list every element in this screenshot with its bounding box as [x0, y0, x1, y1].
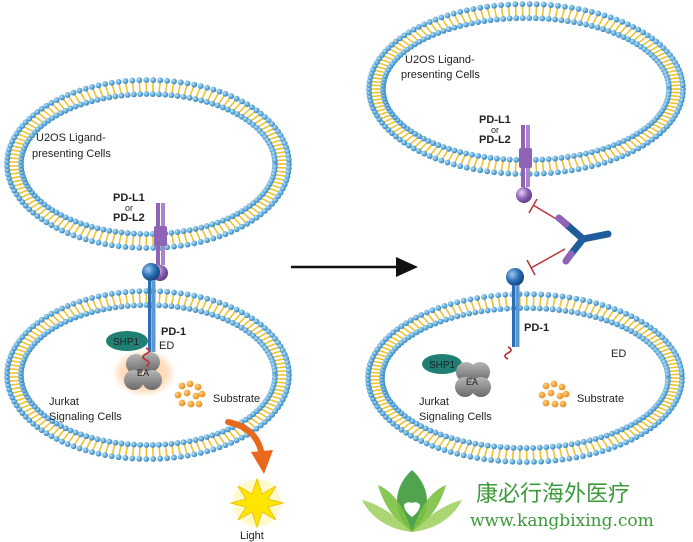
left-pd1-label: PD-1	[161, 326, 186, 338]
right-ligand-cell-label-1: U2OS Ligand-	[405, 54, 475, 66]
left-ligand-label-2: or	[125, 203, 133, 213]
lotus-logo-icon	[362, 470, 462, 532]
left-substrate-dots	[174, 380, 206, 408]
left-ligand-cell-membrane	[4, 77, 292, 251]
substrate-dot	[178, 382, 186, 390]
right-signaling-cell-label-2: Signaling Cells	[419, 411, 492, 423]
right-ligand-molecule	[516, 125, 532, 203]
right-substrate-label: Substrate	[577, 393, 624, 405]
watermark: 康必行海外医疗 www.kangbixing.com	[362, 470, 654, 532]
substrate-dot	[558, 383, 566, 391]
left-ea-complex	[124, 352, 162, 390]
substrate-dot	[542, 382, 550, 390]
watermark-chinese-text: 康必行海外医疗	[476, 482, 630, 507]
right-ea-label: EA	[466, 377, 478, 387]
left-shp1-label: SHP1	[113, 337, 140, 348]
right-signaling-cell-label-1: Jurkat	[419, 396, 449, 408]
substrate-dot	[551, 400, 559, 408]
left-ed-label: ED	[159, 340, 174, 352]
right-ed-label: ED	[611, 348, 626, 360]
antibody-icon	[555, 214, 612, 265]
left-ea-label: EA	[137, 368, 149, 378]
right-shp1-badge	[422, 354, 462, 374]
left-ligand-label-3: PD-L2	[113, 212, 145, 224]
arrow-right-icon	[291, 257, 418, 277]
substrate-dot	[562, 390, 570, 398]
right-ligand-label-2: or	[491, 125, 499, 135]
right-panel: U2OS Ligand- presenting Cells PD-L1 or P…	[401, 54, 626, 423]
substrate-dot	[192, 392, 200, 400]
left-signaling-cell-membrane	[4, 288, 292, 462]
right-shp1-label: SHP1	[429, 360, 456, 371]
right-ligand-cell-membrane	[366, 1, 686, 177]
light-burst-icon	[229, 477, 285, 529]
left-signaling-cell-label-1: Jurkat	[49, 396, 79, 408]
substrate-dot	[187, 400, 195, 408]
substrate-dot	[186, 380, 194, 388]
left-pd1-receptor	[142, 263, 160, 352]
right-pd1-label: PD-1	[524, 322, 549, 334]
left-panel: U2OS Ligand- presenting Cells PD-L1 or P…	[32, 132, 285, 542]
substrate-dot	[195, 400, 203, 408]
curved-arrow-icon	[225, 419, 273, 474]
left-ligand-label-1: PD-L1	[113, 192, 145, 204]
substrate-dot	[178, 399, 186, 407]
substrate-dot	[183, 389, 191, 397]
right-ea-complex	[455, 362, 491, 397]
right-substrate-dots	[538, 380, 570, 408]
right-pd1-receptor	[506, 268, 524, 347]
substrate-dot	[559, 400, 567, 408]
substrate-dot	[174, 391, 182, 399]
substrate-dot	[542, 399, 550, 407]
left-ligand-cell-label-2: presenting Cells	[32, 148, 111, 160]
watermark-url-text: www.kangbixing.com	[470, 511, 654, 531]
substrate-dot	[547, 389, 555, 397]
left-ligand-cell-label-1: U2OS Ligand-	[36, 132, 106, 144]
right-signaling-cell-membrane	[365, 291, 685, 465]
right-ed-squiggle	[504, 346, 512, 360]
right-inhibition-marks	[526, 198, 566, 276]
left-ed-squiggle	[142, 347, 150, 367]
substrate-dot	[556, 392, 564, 400]
right-ligand-label-3: PD-L2	[479, 134, 511, 146]
left-signaling-cell-label-2: Signaling Cells	[49, 411, 122, 423]
left-shp1-badge	[106, 331, 148, 351]
left-substrate-label: Substrate	[213, 393, 260, 405]
light-label: Light	[240, 530, 264, 542]
substrate-dot	[538, 391, 546, 399]
substrate-dot	[198, 390, 206, 398]
substrate-dot	[550, 380, 558, 388]
right-ligand-label-1: PD-L1	[479, 114, 511, 126]
right-ligand-cell-label-2: presenting Cells	[401, 69, 480, 81]
substrate-dot	[194, 383, 202, 391]
